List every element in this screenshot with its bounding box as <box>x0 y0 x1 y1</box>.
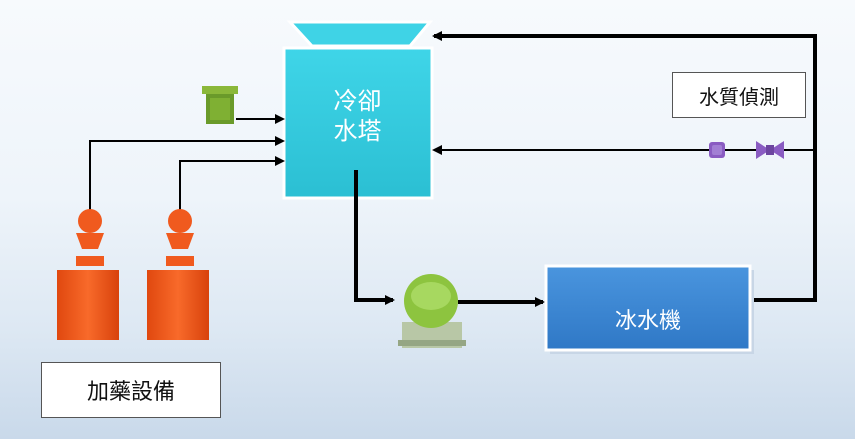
sensor-icon <box>709 142 725 158</box>
valve-icon <box>756 141 784 159</box>
water-quality-label: 水質偵測 <box>672 72 806 118</box>
chemical-tank-2 <box>147 209 209 340</box>
cooling-tower-label-line1: 冷卻 <box>333 87 382 115</box>
chiller <box>544 264 752 352</box>
cooling-tower-hopper <box>286 20 434 48</box>
dosing-equipment-label: 加藥設備 <box>41 362 221 418</box>
supply-line-to-pump <box>354 170 395 305</box>
cooling-tower-label-line2: 水塔 <box>333 117 382 145</box>
pump-icon <box>398 274 466 348</box>
dosing-unit-icon <box>202 86 238 124</box>
chiller-label: 冰水機 <box>614 309 681 334</box>
tank-line-2 <box>179 156 285 210</box>
cooling-tower-label: 冷卻 水塔 <box>285 80 430 152</box>
tank-line-1 <box>89 136 285 210</box>
chemical-tank-1 <box>57 209 119 340</box>
return-line-to-tower <box>432 31 817 302</box>
